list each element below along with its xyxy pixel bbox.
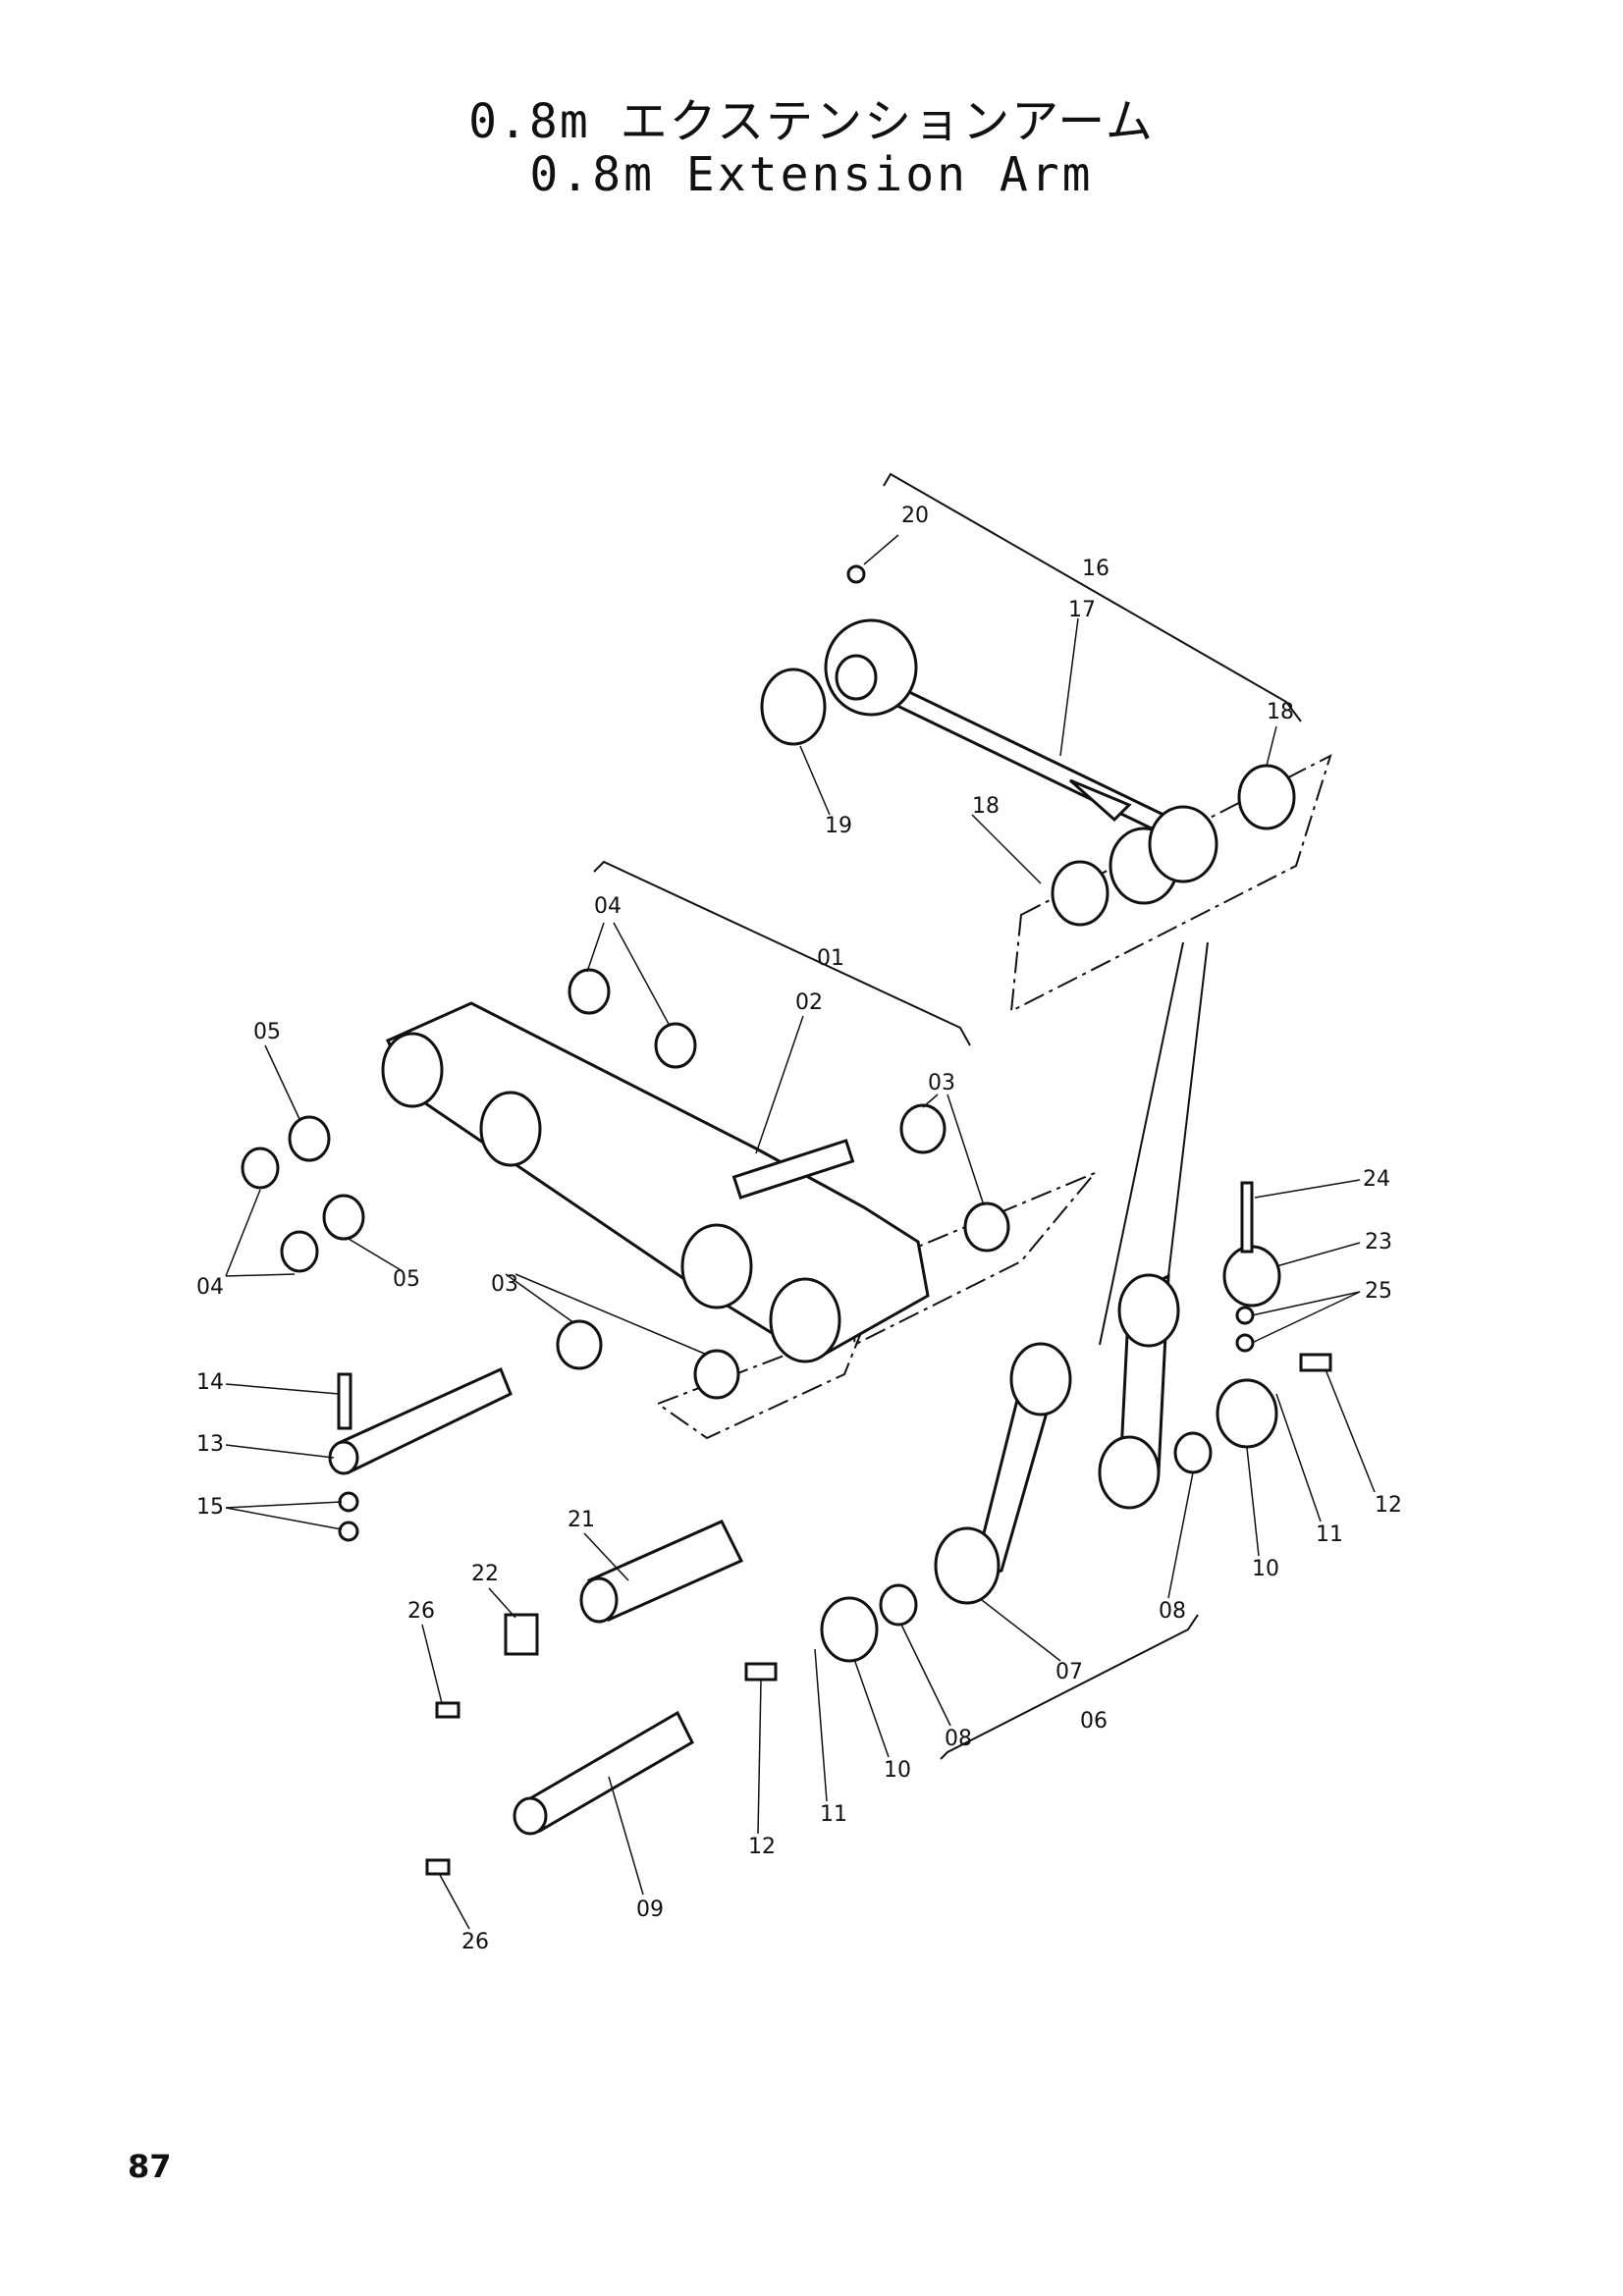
assembly-plane-mid <box>852 1172 1096 1347</box>
callout-11-bottom: 11 <box>820 1802 847 1827</box>
leader-lines <box>225 534 1376 1930</box>
bushing-parts <box>241 564 1332 1876</box>
assembly-plane-lower <box>655 1323 866 1440</box>
callout-07: 07 <box>1055 1660 1083 1684</box>
callout-05-bottom: 05 <box>393 1267 420 1292</box>
callout-26-top: 26 <box>407 1599 435 1624</box>
callout-14: 14 <box>196 1370 224 1395</box>
pin-13 <box>328 1366 513 1475</box>
bracket-06 <box>940 1614 1199 1760</box>
callout-11-right: 11 <box>1316 1522 1343 1547</box>
callout-05-top: 05 <box>253 1020 281 1044</box>
callout-17: 17 <box>1068 598 1096 622</box>
callout-16: 16 <box>1082 557 1109 581</box>
callout-06: 06 <box>1080 1709 1108 1734</box>
callout-18-right: 18 <box>1267 700 1294 724</box>
callout-12-right: 12 <box>1375 1493 1402 1518</box>
title-english: 0.8m Extension Arm <box>529 147 1094 202</box>
callout-04-bottom: 04 <box>196 1275 224 1300</box>
callout-03-left: 03 <box>491 1272 518 1297</box>
callout-12-bottom: 12 <box>748 1835 776 1859</box>
callout-10-right: 10 <box>1252 1557 1279 1581</box>
callout-08-bottom: 08 <box>945 1727 972 1751</box>
callout-24: 24 <box>1363 1167 1390 1192</box>
callout-01: 01 <box>817 946 844 971</box>
callout-26-bottom: 26 <box>461 1930 489 1954</box>
callout-03-right: 03 <box>928 1071 955 1095</box>
callout-10-bottom: 10 <box>884 1758 911 1783</box>
callout-09: 09 <box>636 1897 664 1922</box>
bracket-16 <box>883 472 1302 722</box>
callout-02: 02 <box>795 990 823 1015</box>
callout-18-left: 18 <box>972 794 1000 819</box>
callout-20: 20 <box>901 504 929 528</box>
callout-15: 15 <box>196 1495 224 1520</box>
callout-23: 23 <box>1365 1230 1392 1255</box>
callout-04-top: 04 <box>594 894 622 919</box>
callout-22: 22 <box>471 1562 499 1586</box>
callout-25: 25 <box>1365 1279 1392 1304</box>
link-assembly <box>934 941 1209 1605</box>
arm-body <box>381 1001 930 1363</box>
callout-labels: 20 16 17 18 19 18 04 01 02 05 03 04 05 0… <box>196 504 1402 1954</box>
callout-08-right: 08 <box>1159 1599 1186 1624</box>
callout-21: 21 <box>568 1508 595 1532</box>
pin-21 <box>579 1520 744 1624</box>
bracket-01 <box>593 860 971 1046</box>
page-number: 87 <box>128 2148 172 2185</box>
link-pin-assembly <box>760 618 1296 927</box>
callout-13: 13 <box>196 1432 224 1457</box>
callout-19: 19 <box>825 814 852 838</box>
assembly-plane-upper <box>1009 754 1332 1013</box>
title-japanese: 0.8m エクステンションアーム <box>468 94 1155 149</box>
pin-09 <box>513 1710 694 1836</box>
